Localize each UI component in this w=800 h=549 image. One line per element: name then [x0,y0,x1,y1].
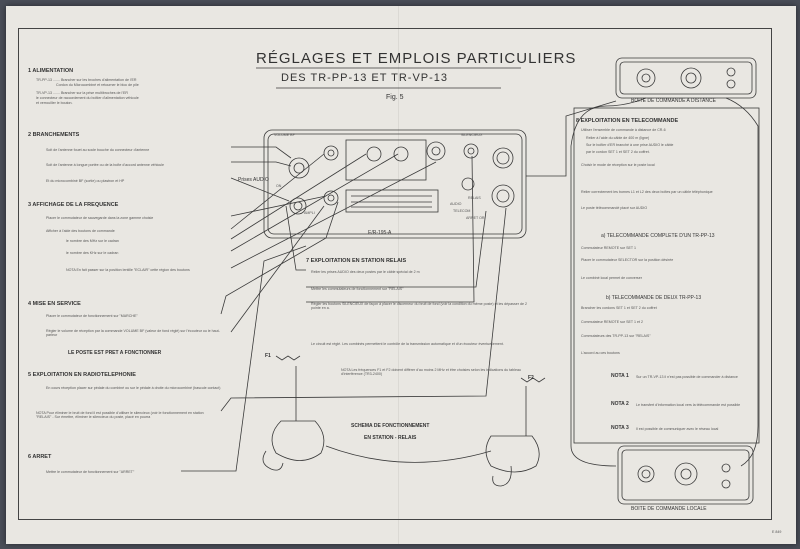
alim-line-2: Cordon du Microcombiné et retourner le b… [56,83,139,87]
tele-deux-heading: b) TELECOMMANDE DE DEUX TR-PP-13 [606,295,702,301]
tele-deux-line-1: Brancher les cordons SET 1 et SET 2 du c… [581,306,657,310]
label-audio: AUDIO [450,202,462,206]
note-right-3-label: NOTA 3 [611,425,629,431]
relais-line-4: Le circuit est réglé. Les combinés perme… [311,342,504,346]
branch-line-3: Et du microcombiné BF (sortie) ou plastr… [46,179,125,183]
section-telecommande-heading: 8 EXPLOITATION EN TELECOMMANDE [576,118,679,124]
tele-line-6: Relier correctement les bornes L1 et L2 … [581,190,713,194]
label-relais: RELAIS [468,196,481,200]
service-line-2: Régler le volume de réception par la com… [46,329,220,338]
label-ampli: AMPLI [304,211,315,215]
relais-line-3: Régler les boutons SILENCIEUX de façon à… [311,302,527,311]
tele-complete-line-1: Commutateur REMOTE sur SET 1 [581,246,637,250]
arret-line-1: Mettre le commutateur de fonctionnement … [46,470,135,474]
freq-line-4: le nombre des KHz sur le cadran [66,251,119,255]
section-branchements-heading: 2 BRANCHEMENTS [28,132,80,138]
tele-line-1: Utiliser l'ensemble de commande à distan… [581,128,666,132]
label-volume-bf: VOLUME BF [274,133,295,137]
tele-deux-line-4: L'accord au ces boutons [581,351,620,355]
label-telecom: TELECOM [453,209,471,213]
tele-deux-line-3: Commutateurs des TR-PP-13 sur "RELAIS" [581,334,651,338]
label-arret: ARRET OR [466,216,485,220]
section-radiotel-heading: 5 EXPLOITATION EN RADIOTELEPHONIE [28,372,136,378]
freq-line-1: Placer le commutateur de sauvegarde dans… [46,216,154,220]
tele-deux-line-2: Commutateur REMOTE sur SET 1 et 2 [581,320,644,324]
tele-complete-line-2: Placer le commutateur SELECTOR sur la po… [581,258,674,262]
alim-line-4: le connecteur de raccordement du boîtier… [36,96,139,100]
alim-line-5: et verrouiller le bouton. [36,101,73,105]
f2-label: F2 [528,375,534,381]
note-right-3-text: Il est possible de communiquer avec le r… [636,427,719,431]
remote-box-label: BOITE DE COMMANDE A DISTANCE [631,98,716,104]
service-ready: LE POSTE EST PRET A FONCTIONNER [68,350,162,356]
model-label: E/R-195-A [368,230,392,236]
f1-label: F1 [265,353,271,359]
alim-line-1: TR-PP-13 ....... Brancher sur les broche… [36,78,137,82]
label-silencieux: SILENCIEUX [461,133,483,137]
page-subtitle: DES TR-PP-13 ET TR-VP-13 [281,72,449,84]
document-sheet: RÉGLAGES ET EMPLOIS PARTICULIERS DES TR-… [6,6,796,544]
tele-complete-heading: a) TELECOMMANDE COMPLETE D'UN TR-PP-13 [601,233,715,239]
schema-subtitle: EN STATION - RELAIS [364,435,417,441]
note-right-1-label: NOTA 1 [611,373,629,379]
page-frame [18,28,772,520]
freq-line-2: Afficher à l'aide des boutons de command… [46,229,115,233]
schematic-drawing [181,57,760,505]
freq-line-3: le nombre des MHz sur le cadran [66,239,119,243]
section-relais-heading: 7 EXPLOITATION EN STATION RELAIS [306,258,407,264]
label-on: ON [276,184,282,188]
figure-label: Fig. 5 [386,94,404,101]
corner-code: E 849 [772,530,782,534]
tele-line-3: Sur le boîtier d'ER branché à une prise … [586,143,674,147]
tele-line-4: par le cordon SET 1 et SET 2 du coffret. [586,150,650,154]
local-box-label: BOITE DE COMMANDE LOCALE [631,506,707,512]
radiotel-note: NOTA Pour éliminer le bruit de fond il e… [36,411,204,420]
service-line-1: Placer le commutateur de fonctionnement … [46,314,138,318]
section-alimentation-heading: 1 ALIMENTATION [28,68,74,74]
note-right-1-text: Sur un TR-VP-13 il n'est pas possible de… [636,375,738,379]
label-prises-audio: Prises AUDIO [238,177,269,183]
relais-line-1: Relier les prises AUDIO des deux postes … [311,270,420,274]
tele-line-7: Le poste télécommandé placé sur AUDIO [581,206,648,210]
relais-line-2: Mettre les commutateurs de fonctionnemen… [311,287,404,291]
schema-title: SCHEMA DE FONCTIONNEMENT [351,423,430,429]
branch-line-2: Soit de l'antenne à longue portée ou de … [46,163,165,167]
note-right-2-text: Le transfert d'information local vers la… [636,403,741,407]
note-right-2-label: NOTA 2 [611,401,629,407]
radiotel-line-1: En cours réception placer sur pédale du … [46,386,221,390]
section-arret-heading: 6 ARRET [28,454,52,460]
tele-line-5: Choisir le mode de réception sur le post… [581,163,655,167]
alim-line-3: TR-VP-13 ....... Brancher sur la prise m… [36,91,128,95]
freq-note: NOTA En fait passer sur la position lent… [66,268,190,272]
fold-line [398,6,399,544]
tele-complete-line-3: Le combiné local permet de converser [581,276,642,280]
relais-note: NOTA Les fréquences F1 et F2 doivent dif… [341,368,521,377]
branch-line-1: Soit de l'antenne fouet au socle bouche … [46,148,150,152]
page-title: RÉGLAGES ET EMPLOIS PARTICULIERS [256,50,577,67]
tele-line-2: Relier à l'aide du câble de 400 m (ligne… [586,136,650,140]
section-frequence-heading: 3 AFFICHAGE DE LA FREQUENCE [28,202,119,208]
section-service-heading: 4 MISE EN SERVICE [28,301,81,307]
